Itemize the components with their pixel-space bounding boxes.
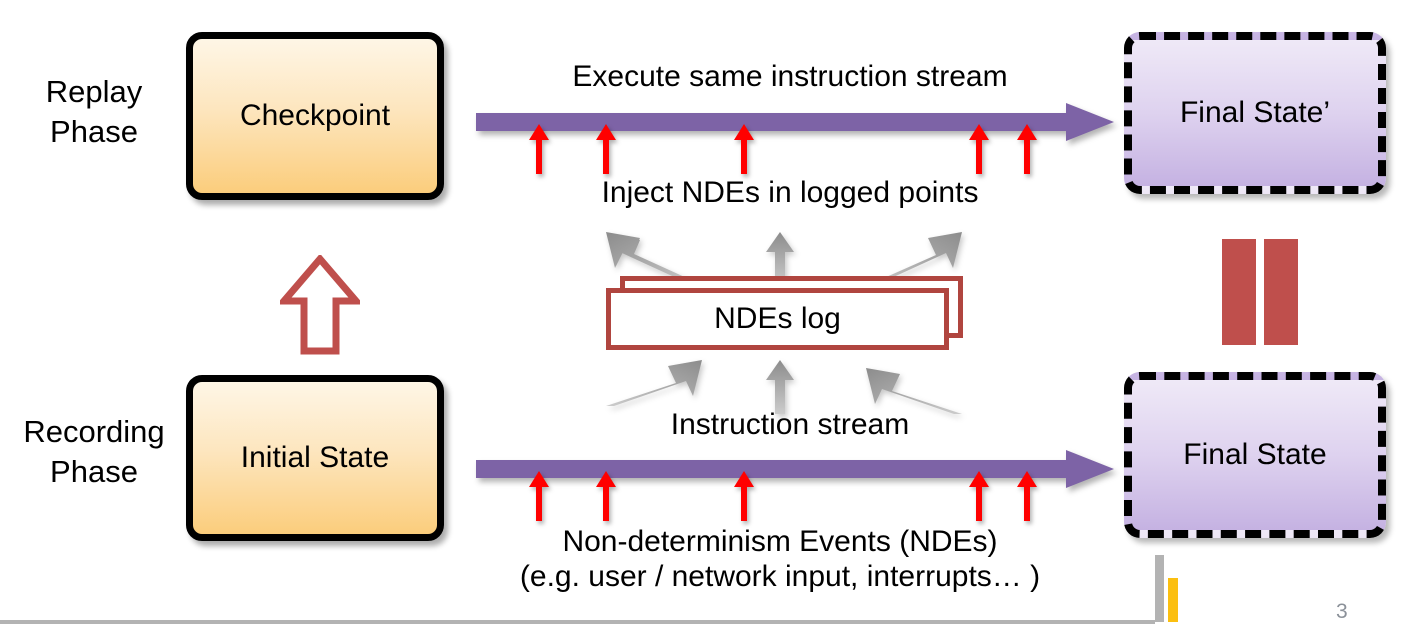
replay-caption-below: Inject NDEs in logged points	[601, 176, 979, 209]
final-state-box: Final State	[1124, 372, 1386, 538]
equals-sign-bar-left	[1222, 239, 1256, 345]
replay-nde-tick-5	[1017, 124, 1037, 174]
footer-accent-bar-gray	[1155, 555, 1164, 622]
recording-to-log-arrow-right	[866, 368, 962, 414]
recording-nde-tick-2	[596, 471, 616, 521]
log-to-replay-arrow-left	[606, 232, 702, 286]
replay-caption-above: Execute same instruction stream	[572, 60, 1008, 93]
recording-nde-tick-3	[734, 471, 754, 521]
recording-nde-tick-5	[1017, 471, 1037, 521]
ndes-log-stack: NDEs log	[606, 276, 966, 354]
page-number: 3	[1336, 600, 1348, 623]
recording-nde-tick-1	[529, 471, 549, 521]
recording-to-log-arrow-left	[606, 360, 702, 406]
recording-stream-arrow	[476, 450, 1114, 488]
final-state-label: Final State	[1183, 438, 1327, 471]
log-to-replay-arrow-middle	[766, 232, 794, 286]
recording-nde-tick-4	[969, 471, 989, 521]
replay-nde-tick-3	[734, 124, 754, 174]
initial-state-label: Initial State	[240, 441, 390, 474]
replay-phase-label: Replay Phase	[45, 74, 143, 149]
recording-caption-above: Instruction stream	[670, 408, 910, 441]
equals-sign-bar-right	[1264, 239, 1298, 345]
final-state-prime-label: Final State’	[1179, 96, 1331, 129]
recording-phase-label: Recording Phase	[23, 414, 165, 489]
log-to-replay-arrow-right	[866, 232, 962, 286]
footer-divider-rule	[0, 620, 1155, 624]
replay-nde-tick-2	[596, 124, 616, 174]
recording-caption-below: Non-determinism Events (NDEs) (e.g. user…	[519, 525, 1041, 594]
checkpoint-box-label: Checkpoint	[239, 99, 391, 132]
ndes-log-box: NDEs log	[606, 288, 949, 350]
restore-up-arrow-icon	[280, 255, 360, 355]
replay-nde-tick-4	[969, 124, 989, 174]
final-state-prime-box: Final State’	[1124, 32, 1386, 194]
footer-accent-bar-gold	[1168, 578, 1178, 622]
replay-nde-tick-1	[529, 124, 549, 174]
initial-state-box: Initial State	[186, 375, 444, 541]
ndes-log-label: NDEs log	[714, 302, 841, 335]
recording-to-log-arrow-middle	[766, 360, 794, 414]
replay-stream-arrow	[476, 103, 1114, 141]
checkpoint-box: Checkpoint	[186, 32, 444, 200]
